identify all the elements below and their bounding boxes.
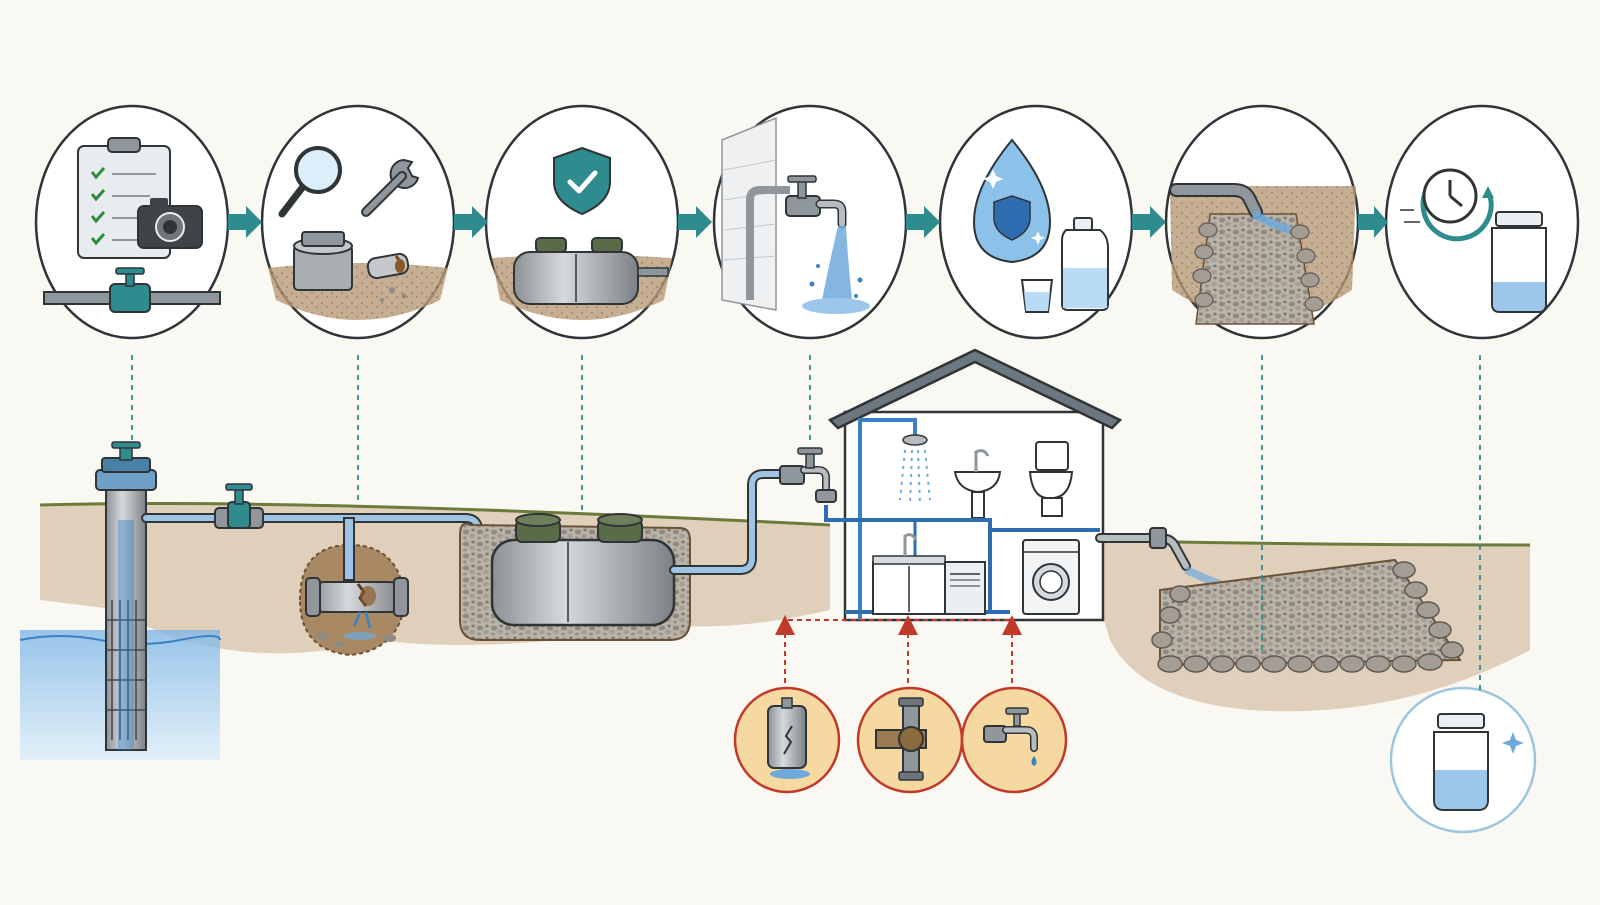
arrow-4-5 [906, 206, 940, 238]
clock-icon [1400, 168, 1494, 242]
cup-icon [1020, 279, 1054, 313]
corroded-fitting-icon [856, 686, 964, 794]
valve-icon [43, 267, 221, 313]
step-3-secure-tank [484, 104, 680, 340]
step-5-water-treatment [938, 104, 1134, 340]
sample-bottle [1389, 686, 1537, 834]
bleach-jug-icon [1061, 217, 1109, 311]
main-valve [214, 483, 264, 529]
water-drop-shield-icon [972, 138, 1052, 264]
well [19, 441, 221, 760]
house [824, 348, 1123, 622]
outlet-pipe-icon [1169, 183, 1292, 234]
arrow-6-7 [1358, 206, 1388, 238]
drain-field [1151, 558, 1464, 673]
magnifier-icon [278, 146, 342, 218]
step-2-inspect-repair [260, 104, 456, 340]
water-flow-icon [802, 226, 870, 314]
camera-icon [137, 198, 203, 249]
arrow-5-6 [1132, 206, 1166, 238]
arrow-2-3 [454, 206, 488, 238]
step-4-outdoor-faucet [712, 104, 908, 340]
arrow-3-4 [678, 206, 712, 238]
septic-tank [459, 469, 795, 641]
step-6-drain-field [1164, 104, 1360, 340]
arrow-1-2 [228, 206, 262, 238]
leaking-buried-pipe [298, 517, 409, 657]
step-7-wait-and-sample [1384, 104, 1580, 340]
step-1-inspect-document [34, 104, 230, 340]
cracked-water-heater-icon [733, 686, 841, 794]
septic-tank-icon [513, 237, 669, 305]
broken-pipe-icon [366, 252, 410, 302]
exterior-faucet [779, 447, 837, 503]
shield-check-icon [553, 146, 611, 216]
wrench-icon [361, 158, 420, 217]
faucet-icon [785, 175, 847, 229]
sample-jar-icon [1491, 211, 1547, 313]
dripping-faucet-icon [960, 686, 1068, 794]
leak-checks [733, 615, 1068, 794]
tank-lid-icon [293, 231, 353, 291]
step-arrows [228, 206, 1388, 238]
step-connectors [131, 355, 1481, 690]
